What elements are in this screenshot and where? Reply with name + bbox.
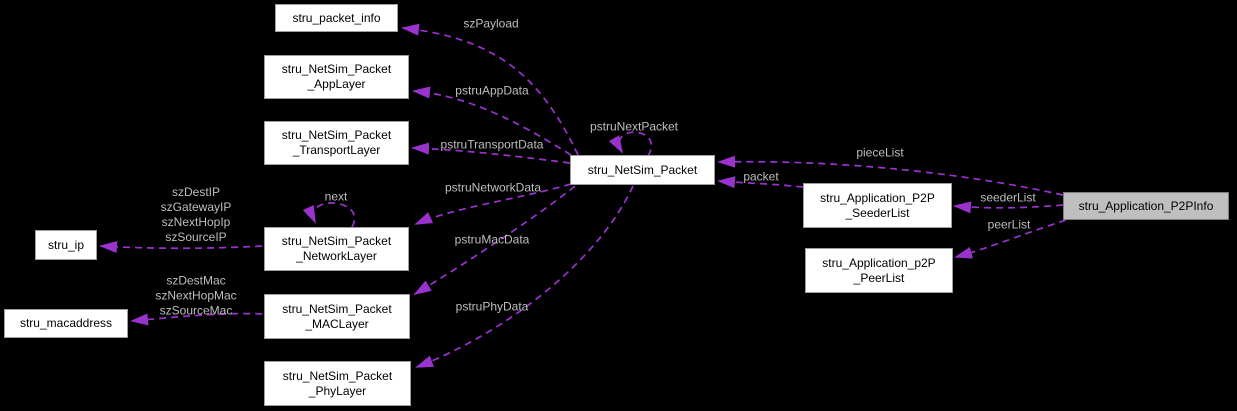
node-p2p_info: stru_Application_P2PInfo (1063, 192, 1229, 220)
edge-pstruNetworkData (414, 183, 572, 225)
edge-pstruTransportData (411, 142, 571, 164)
edge-mac_fields (130, 312, 263, 326)
edge-pstruNextPacket (608, 131, 653, 157)
node-mac_layer[interactable]: stru_NetSim_Packet _MACLayer (264, 294, 410, 339)
edge-szPayload (401, 23, 579, 156)
node-app_layer[interactable]: stru_NetSim_Packet _AppLayer (264, 55, 409, 99)
node-netsim_packet[interactable]: stru_NetSim_Packet (570, 155, 715, 185)
edge-peerList (954, 219, 1067, 259)
node-stru_packet_info[interactable]: stru_packet_info (275, 4, 398, 32)
edge-packet (717, 176, 804, 189)
node-transport_layer[interactable]: stru_NetSim_Packet _TransportLayer (264, 121, 409, 165)
node-network_layer[interactable]: stru_NetSim_Packet _NetworkLayer (264, 227, 409, 271)
node-phy_layer[interactable]: stru_NetSim_Packet _PhyLayer (264, 361, 411, 406)
edge-ip_fields (99, 240, 263, 253)
edge-pstruMacData (413, 185, 576, 296)
edge-pieceList (717, 155, 1064, 196)
node-peer_list[interactable]: stru_Application_p2P _PeerList (805, 248, 953, 293)
node-stru_ip[interactable]: stru_ip (35, 230, 97, 260)
edge-next (302, 202, 356, 228)
edge-seederList (953, 201, 1064, 214)
node-stru_macaddress[interactable]: stru_macaddress (4, 309, 128, 338)
edge-pstruAppData (412, 86, 572, 156)
node-seeder_list[interactable]: stru_Application_P2P _SeederList (803, 183, 952, 228)
